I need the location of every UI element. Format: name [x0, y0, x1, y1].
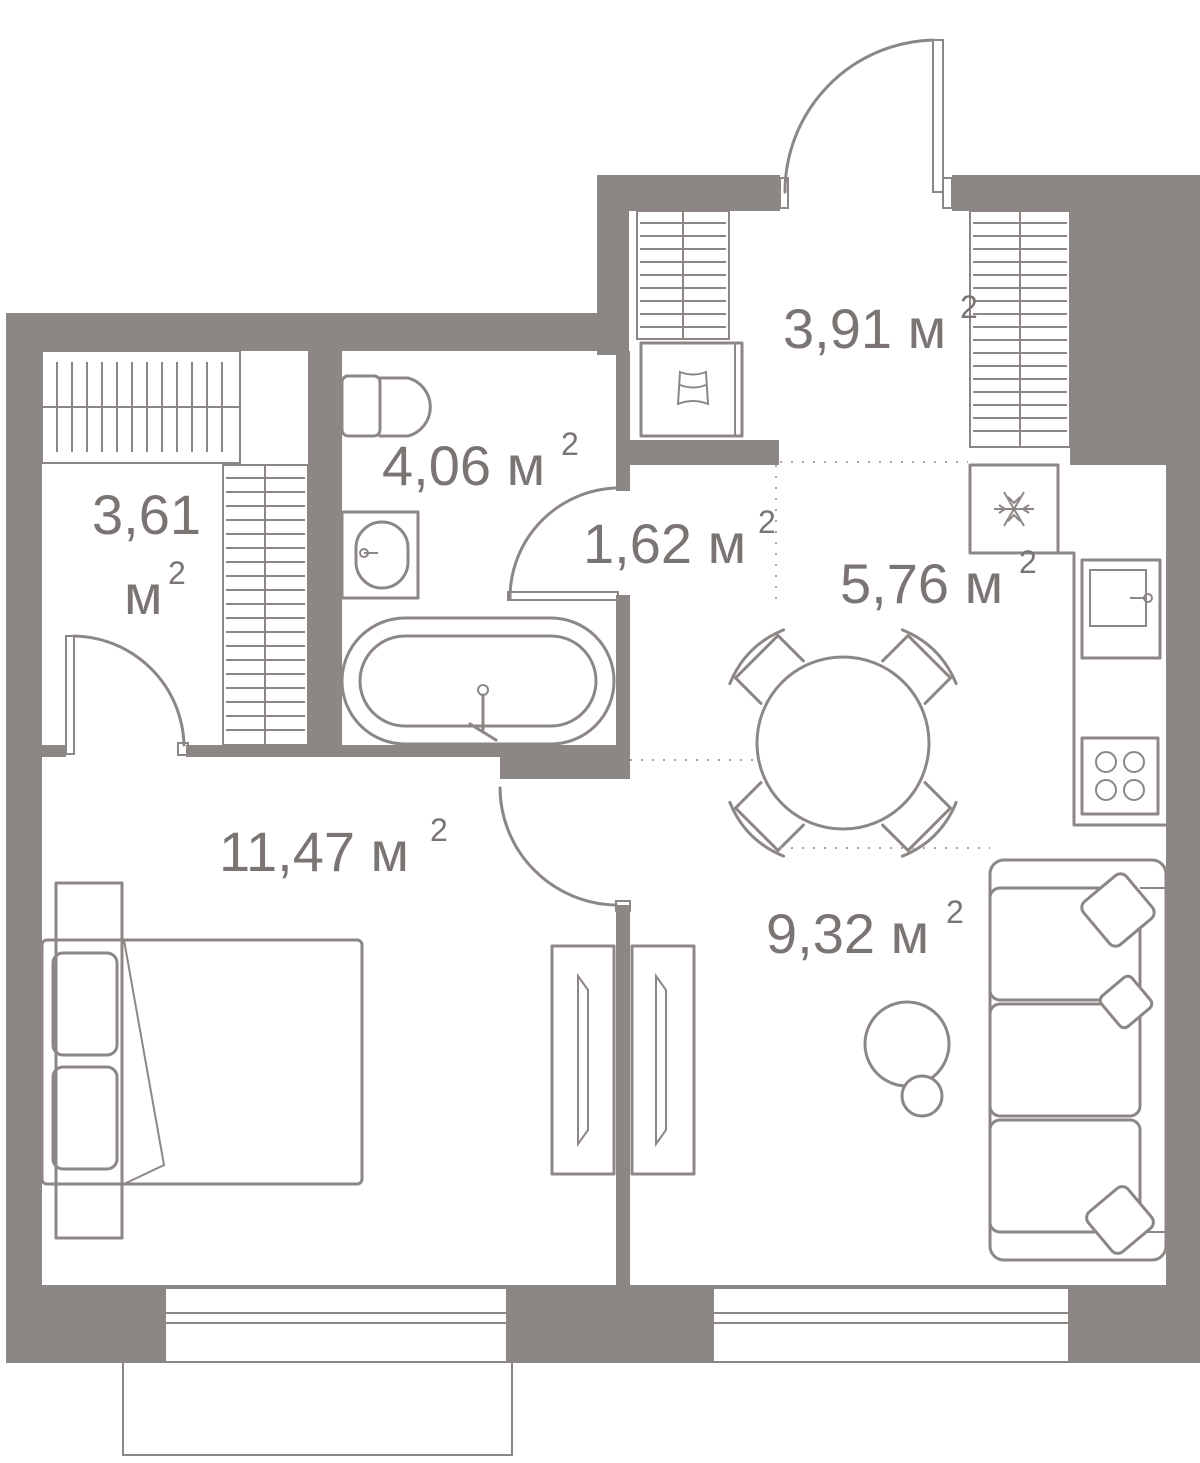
wardrobe-icon: [630, 944, 696, 1176]
fridge-snowflake-icon: [968, 463, 1060, 555]
wardrobe-icon: [550, 944, 616, 1176]
door-swing-icon: [65, 634, 189, 756]
svg-text:1,62 м: 1,62 м: [583, 512, 746, 575]
wardrobe-icon: [969, 210, 1071, 448]
hall-area: 3,91: [783, 297, 892, 360]
pillow-icon: [1098, 974, 1154, 1030]
svg-text:2: 2: [1019, 544, 1037, 580]
svg-text:2: 2: [758, 504, 776, 540]
door-swing-icon: [507, 486, 619, 601]
svg-text:2: 2: [561, 426, 579, 462]
pillow-icon: [51, 951, 119, 1057]
dining-table-icon: [755, 655, 931, 831]
washing-machine-icon: [639, 341, 744, 438]
bathroom-area-label: 4,06 м 2: [382, 426, 579, 497]
hall-area-label: 3,91 м 2: [783, 289, 978, 360]
pillow-icon: [51, 1065, 119, 1171]
interior-walls: [42, 351, 1166, 1285]
svg-text:2: 2: [960, 289, 978, 325]
svg-text:3,91 м: 3,91 м: [783, 297, 946, 360]
stove-icon: [1080, 736, 1160, 816]
window-icon: [164, 1287, 508, 1363]
door-swing-icon: [498, 786, 631, 912]
chair-icon: [728, 781, 805, 858]
kitchen-counter: [1056, 463, 1168, 827]
wardrobe-icon: [636, 210, 730, 340]
door-swing-icon: [779, 38, 953, 209]
sink-icon: [1080, 558, 1162, 660]
bed-icon: [40, 881, 364, 1240]
corridor-area-label: 1,62 м 2: [583, 504, 776, 575]
bedroom-area-label: 11,47 м 2: [219, 812, 448, 883]
coffee-table-icon: [863, 1000, 951, 1118]
svg-text:4,06 м: 4,06 м: [382, 434, 545, 497]
svg-text:9,32 м: 9,32 м: [766, 902, 929, 965]
sink-icon: [340, 510, 420, 600]
sofa-icon: [988, 858, 1168, 1262]
svg-text:2: 2: [946, 894, 964, 930]
bathtub-icon: [340, 616, 616, 746]
pillow-icon: [1085, 1185, 1155, 1255]
pillow-icon: [1080, 872, 1156, 948]
svg-text:5,76 м: 5,76 м: [840, 552, 1003, 615]
living-area-label: 9,32 м 2: [766, 894, 964, 965]
closet-area-label: 3,61 м 2: [92, 483, 201, 626]
balcony-icon: [122, 1363, 513, 1456]
chair-icon: [881, 628, 958, 705]
wardrobe-icon: [41, 350, 241, 464]
zone-divider: [630, 461, 990, 849]
window-icon: [712, 1287, 1070, 1363]
chair-icon: [881, 781, 958, 858]
svg-text:м: м: [124, 563, 163, 626]
svg-text:2: 2: [430, 812, 448, 848]
kitchen-area-label: 5,76 м 2: [840, 544, 1037, 615]
svg-text:3,61: 3,61: [92, 483, 201, 546]
svg-text:11,47 м: 11,47 м: [219, 820, 409, 883]
svg-text:2: 2: [168, 555, 186, 591]
toilet-icon: [340, 374, 432, 438]
wardrobe-icon: [222, 464, 309, 746]
chair-icon: [728, 628, 805, 705]
